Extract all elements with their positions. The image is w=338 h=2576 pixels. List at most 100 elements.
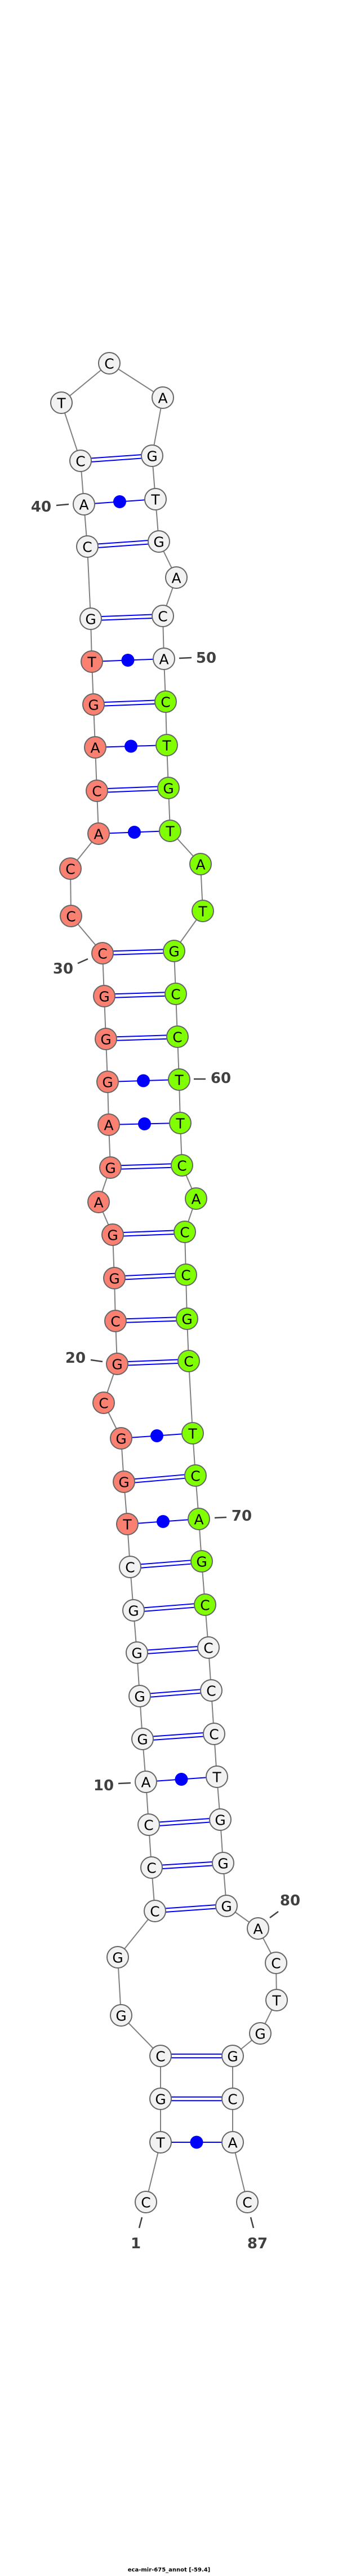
base-pair [114, 1272, 186, 1281]
nucleotide-circle [164, 983, 187, 1005]
nucleotide-circle [194, 1593, 216, 1616]
base-pair [154, 1903, 227, 1914]
nucleotide-circle [212, 1852, 234, 1874]
nucleotide-circle [152, 605, 174, 627]
nucleotide-circle [98, 352, 121, 375]
nucleotide-letter: G [100, 1032, 111, 1048]
nucleotide-letter: C [209, 1727, 219, 1743]
base-pair [105, 1034, 178, 1042]
canonical-bond-line [130, 1558, 202, 1566]
nucleotide-letter: G [155, 2091, 166, 2108]
nucleotide-letter: G [109, 1271, 119, 1287]
nucleotide-82: T [265, 1989, 288, 2011]
nucleotide-letter: G [105, 1160, 115, 1177]
nucleotide-29: G [93, 985, 115, 1007]
nucleotide-circle [106, 1353, 128, 1375]
nucleotide-74: C [200, 1679, 223, 1702]
nucleotide-letter: C [125, 1560, 135, 1576]
nucleotide-circle [59, 857, 82, 880]
nucleotide-letter: G [163, 781, 174, 797]
nucleotide-44: A [152, 386, 174, 409]
nucleotide-letter: G [88, 697, 99, 714]
nucleotide-46: T [144, 488, 167, 510]
base-pair [115, 1316, 188, 1324]
nucleotide-circle [153, 648, 175, 670]
nucleotide-letter: C [150, 1904, 159, 1920]
canonical-bond-line [123, 1473, 195, 1481]
nucleotide-circle [99, 1156, 122, 1179]
base-pair [148, 1817, 221, 1828]
nucleotide-circle [265, 1989, 288, 2011]
nucleotide-54: T [159, 820, 181, 842]
nucleotide-43: C [98, 352, 121, 375]
nucleotide-63: A [185, 1187, 207, 1210]
noncanonical-bond-dot [124, 739, 137, 753]
nucleotide-circle [92, 1392, 115, 1414]
nucleotide-circle [91, 942, 114, 965]
nucleotide-circle [135, 2191, 157, 2213]
nucleotide-letter: T [175, 1116, 185, 1132]
nucleotide-letter: T [174, 1072, 184, 1089]
nucleotide-65: C [175, 1263, 197, 1286]
nucleotide-circle [116, 1513, 139, 1535]
base-pair [123, 1473, 196, 1485]
nucleotide-letter: C [158, 609, 167, 625]
nucleotide-circle [190, 1550, 213, 1573]
nucleotide-letter: C [242, 2195, 252, 2211]
position-tick [56, 503, 69, 507]
nucleotide-letter: G [112, 1357, 122, 1373]
backbone-segment [87, 546, 91, 619]
nucleotide-circle [87, 822, 110, 845]
base-pair [133, 1602, 206, 1613]
nucleotide-circle [79, 607, 102, 630]
nucleotide-circle [137, 1813, 160, 1836]
nucleotide-30: C [91, 942, 114, 965]
nucleotide-letter: T [188, 1426, 197, 1442]
nucleotide-circle [236, 2191, 259, 2213]
nucleotide-letter: A [94, 826, 103, 843]
nucleotide-33: A [87, 822, 110, 845]
nucleotide-circle [104, 1310, 127, 1332]
nucleotide-circle [93, 985, 115, 1007]
nucleotide-35: A [84, 736, 106, 759]
nucleotide-circle [86, 780, 108, 802]
nucleotide-letter: G [168, 944, 179, 960]
nucleotide-circle [188, 1508, 210, 1530]
canonical-bond-line [142, 1731, 214, 1738]
nucleotide-50: A [153, 648, 175, 670]
nucleotide-letter: G [85, 611, 96, 628]
nucleotide-letter: G [196, 1554, 207, 1570]
canonical-bond-line [139, 1688, 211, 1695]
nucleotide-letter: C [144, 1817, 153, 1834]
base-pair [80, 453, 153, 464]
nucleotide-circle [81, 650, 103, 673]
canonical-bond-line [110, 1162, 182, 1166]
nucleotide-circle [163, 940, 185, 962]
nucleotide-letter: G [102, 1075, 113, 1091]
nucleotide-circle [155, 734, 178, 756]
base-pair [108, 1117, 181, 1130]
nucleotide-circle [103, 1267, 126, 1289]
nucleotide-2: T [149, 2131, 172, 2154]
nucleotide-18: G [110, 1427, 132, 1450]
nucleotide-circle [101, 1223, 124, 1246]
nucleotide-letter: C [184, 1354, 193, 1370]
canonical-bond-line [130, 1562, 202, 1570]
base-pair [161, 2096, 233, 2102]
nucleotide-letter: T [162, 738, 171, 754]
canonical-bond-line [136, 1645, 208, 1652]
nucleotide-45: G [141, 444, 163, 467]
nucleotide-circle [192, 900, 214, 922]
nucleotide-letter: G [217, 1856, 228, 1872]
position-label-20: 20 [65, 1350, 103, 1367]
nucleotide-circle [144, 488, 167, 510]
nucleotide-circle [106, 1946, 129, 1969]
nucleotide-75: C [203, 1723, 225, 1745]
nucleotide-letter: G [99, 989, 109, 1005]
position-label-40: 40 [31, 499, 69, 516]
nucleotide-circle [221, 2088, 244, 2110]
nucleotide-78: G [212, 1852, 234, 1874]
nucleotide-11: G [131, 1728, 154, 1750]
nucleotide-53: G [157, 777, 180, 799]
canonical-bond-line [151, 1860, 223, 1866]
